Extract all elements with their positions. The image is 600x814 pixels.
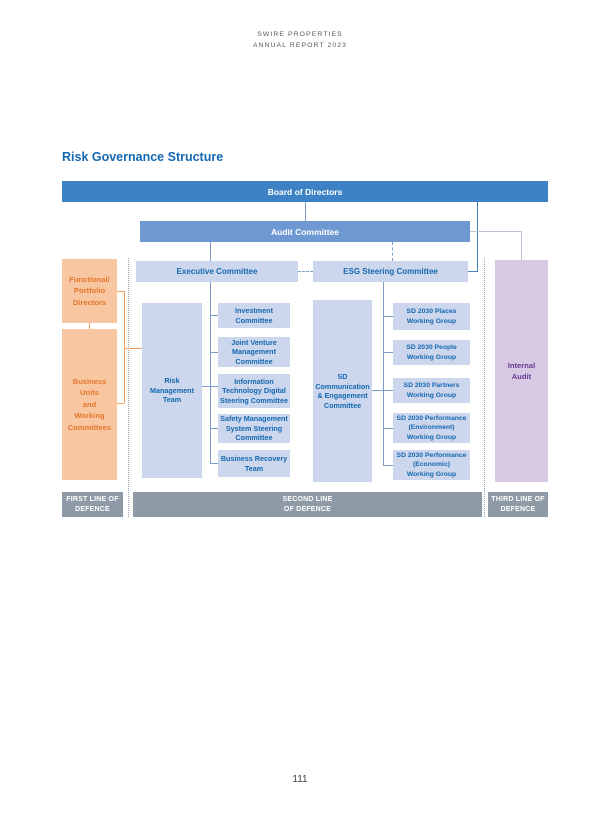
joint-venture-management-committee-box: Joint Venture Management Committee: [218, 337, 290, 367]
defence-separator-left: [128, 258, 129, 517]
connector-board-esg-vertical: [477, 202, 478, 272]
stub-performance-economic: [383, 465, 393, 466]
stub-safety: [210, 428, 218, 429]
business-recovery-team-box: Business Recovery Team: [218, 450, 290, 477]
page-number: 111: [292, 774, 308, 785]
report-header-line1: SWIRE PROPERTIES: [257, 31, 343, 38]
stub-performance-environment: [383, 428, 393, 429]
report-header-line2: ANNUAL REPORT 2023: [252, 42, 348, 49]
connector-audit-internalaudit-vertical: [521, 231, 522, 260]
sd2030-performance-environment-working-group-box: SD 2030 Performance (Environment) Workin…: [393, 413, 470, 443]
information-technology-digital-steering-committee-box: Information Technology Digital Steering …: [218, 374, 290, 408]
esg-steering-committee-box: ESG Steering Committee: [313, 261, 468, 282]
connector-functional-business: [89, 323, 90, 329]
connector-audit-esg-dashed: [392, 242, 393, 261]
executive-committee-box: Executive Committee: [136, 261, 298, 282]
stub-joint-venture: [210, 352, 218, 353]
defence-separator-right: [484, 258, 485, 517]
sd2030-places-working-group-box: SD 2030 Places Working Group: [393, 303, 470, 330]
bracket-vertical-orange: [124, 291, 125, 403]
risk-management-team-box: Risk Management Team: [142, 303, 202, 478]
third-line-of-defence-bar: THIRD LINE OF DEFENCE: [488, 492, 548, 517]
connector-rmt-it-committee: [202, 386, 218, 387]
connector-orange-to-rmt: [124, 348, 142, 349]
safety-management-system-steering-committee-box: Safety Management System Steering Commit…: [218, 414, 290, 443]
sd2030-performance-economic-working-group-box: SD 2030 Performance (Economic) Working G…: [393, 450, 470, 480]
bracket-stub-business: [117, 403, 124, 404]
sd2030-people-working-group-box: SD 2030 People Working Group: [393, 340, 470, 365]
sd-communication-engagement-committee-box: SD Communication & Engagement Committee: [313, 300, 372, 482]
connector-executive-esg-dashed: [298, 271, 313, 272]
connector-board-esg-elbow: [468, 271, 478, 272]
connector-sdcomm-partners: [372, 390, 393, 391]
second-line-of-defence-bar: SECOND LINE OF DEFENCE: [133, 492, 482, 517]
stub-business-recovery: [210, 463, 218, 464]
investment-committee-box: Investment Committee: [218, 303, 290, 328]
esg-spine: [383, 282, 384, 465]
page-title: Risk Governance Structure: [62, 150, 224, 164]
board-of-directors-box: Board of Directors: [62, 181, 548, 202]
functional-portfolio-directors-box: Functional/ Portfolio Directors: [62, 259, 117, 323]
connector-audit-executive: [210, 242, 211, 261]
first-line-of-defence-bar: FIRST LINE OF DEFENCE: [62, 492, 123, 517]
audit-committee-box: Audit Committee: [140, 221, 470, 242]
stub-people: [383, 352, 393, 353]
executive-spine: [210, 282, 211, 463]
connector-audit-internalaudit-horizontal: [470, 231, 521, 232]
bracket-stub-functional: [117, 291, 124, 292]
connector-board-audit: [305, 202, 306, 221]
internal-audit-box: Internal Audit: [495, 260, 548, 482]
stub-places: [383, 316, 393, 317]
business-units-working-committees-box: Business Units and Working Committees: [62, 329, 117, 480]
stub-investment: [210, 315, 218, 316]
sd2030-partners-working-group-box: SD 2030 Partners Working Group: [393, 378, 470, 403]
